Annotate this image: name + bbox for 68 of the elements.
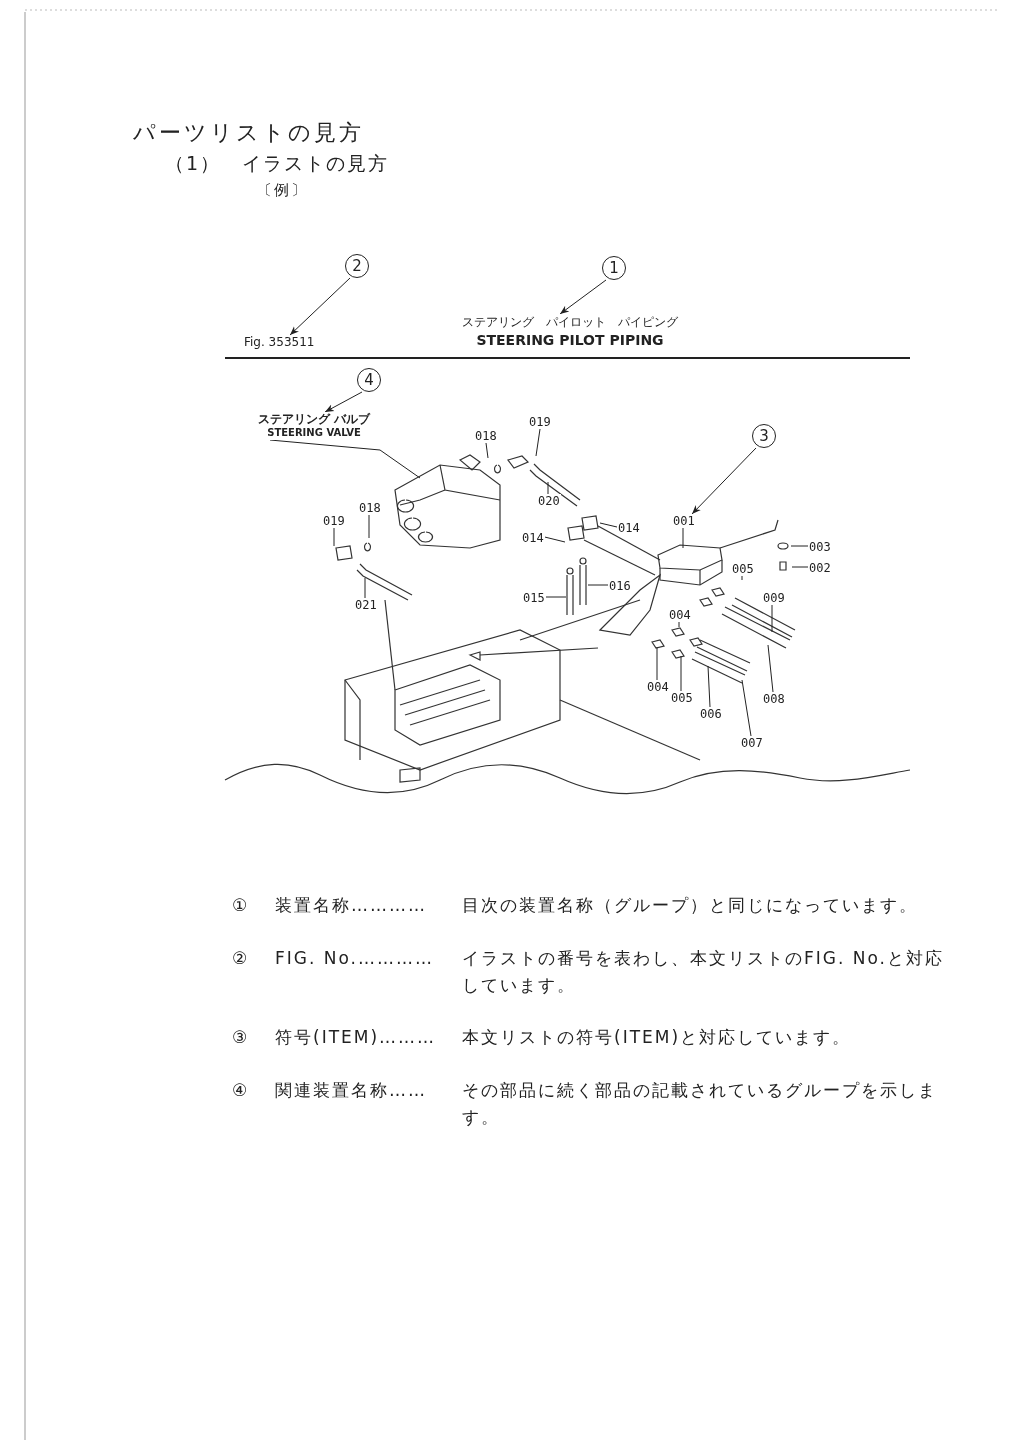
leader-line (368, 514, 370, 539)
leader-line (767, 644, 774, 693)
leader-line (333, 527, 335, 547)
leader-line (791, 566, 809, 568)
callout-number: 4 (357, 368, 381, 392)
callout-arrow (691, 447, 757, 515)
part-number: 020 (537, 494, 561, 508)
description: 本文リストの符号(ITEM)と対応しています。 (462, 1026, 853, 1049)
part-number: 008 (762, 692, 786, 706)
leader-line (741, 679, 752, 737)
description: イラストの番号を表わし、本文リストのFIG. No.と対応しています。 (462, 947, 945, 998)
leader-line (535, 428, 541, 457)
term: 符号(ITEM)……… (275, 1026, 437, 1049)
assembly-name: STEERING VALVE (266, 426, 362, 440)
leader-line (680, 655, 682, 692)
description: 目次の装置名称（グループ）と同じになっています。 (462, 894, 919, 917)
leader-line (790, 545, 809, 547)
term: FIG. No.………… (275, 947, 434, 970)
part-number: 001 (672, 514, 696, 528)
leader-line (364, 577, 366, 599)
drawing-title-kana: ステアリング パイロット パイピング (461, 314, 679, 331)
item-number: ③ (232, 1026, 250, 1049)
leader-line (678, 621, 680, 628)
description: その部品に続く部品の記載されているグループを示します。 (462, 1079, 938, 1130)
item-number: ① (232, 894, 250, 917)
part-number: 009 (762, 591, 786, 605)
leader-line (485, 442, 489, 459)
part-number: 003 (808, 540, 832, 554)
part-number: 021 (354, 598, 378, 612)
figure-number: Fig. 353511 (244, 335, 315, 349)
callout-number: 3 (752, 424, 776, 448)
section-heading: （1） イラストの見方 (165, 151, 390, 176)
callout-arrow (324, 391, 363, 413)
part-number: 004 (646, 680, 670, 694)
part-number: 002 (808, 561, 832, 575)
assembly-name-kana: ステアリング バルブ (256, 412, 372, 426)
leader-line (587, 584, 609, 586)
part-number: 006 (699, 707, 723, 721)
part-number: 016 (608, 579, 632, 593)
callout-number: 2 (345, 254, 369, 278)
callout-arrow (289, 277, 351, 336)
drawing-title: STEERING PILOT PIPING (475, 331, 665, 349)
page-heading: パーツリストの見方 (133, 119, 364, 147)
leader-line (599, 522, 618, 528)
leader-line (544, 536, 566, 543)
term: 関連装置名称…… (275, 1079, 427, 1102)
part-number: 005 (670, 691, 694, 705)
part-number: 014 (617, 521, 641, 535)
item-number: ② (232, 947, 250, 970)
part-number: 019 (528, 415, 552, 429)
part-number: 014 (521, 531, 545, 545)
leader-line (656, 646, 658, 681)
example-label: 〔例〕 (257, 180, 308, 201)
part-number: 018 (358, 501, 382, 515)
item-number: ④ (232, 1079, 250, 1102)
part-number: 007 (740, 736, 764, 750)
part-number: 005 (731, 562, 755, 576)
part-number: 004 (668, 608, 692, 622)
leader-line (707, 665, 711, 708)
term: 装置名称………… (275, 894, 427, 917)
leader-line (545, 596, 567, 598)
leader-line (547, 481, 549, 495)
part-number: 015 (522, 591, 546, 605)
part-number: 019 (322, 514, 346, 528)
callout-number: 1 (602, 256, 626, 280)
part-number: 018 (474, 429, 498, 443)
callout-arrow (559, 279, 607, 315)
leader-line (682, 527, 684, 549)
